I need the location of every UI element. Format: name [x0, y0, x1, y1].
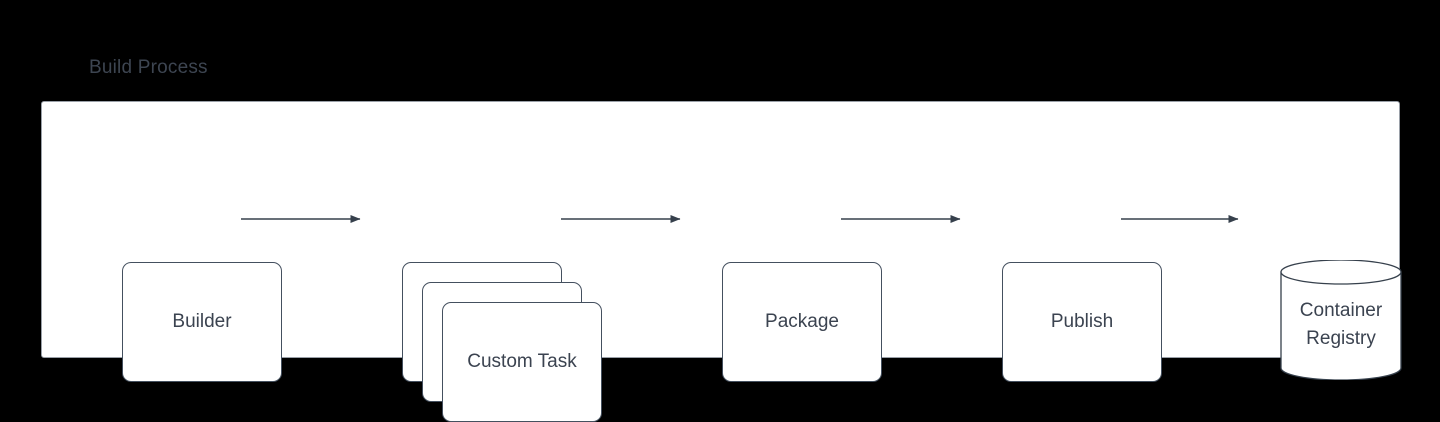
build-process-panel: Builder Custom Task Custom Task Custom T… [41, 101, 1402, 422]
node-container-registry-label-line2: Registry [1306, 328, 1376, 349]
node-builder[interactable]: Builder [122, 262, 282, 382]
node-publish-label: Publish [1050, 311, 1114, 332]
node-container-registry-label-line1: Container [1299, 300, 1383, 321]
node-package[interactable]: Package [722, 262, 882, 382]
diagram-canvas: Build Process Builder Custom Task Custom… [41, 57, 1402, 422]
page-title: Build Process [89, 57, 208, 78]
node-publish[interactable]: Publish [1002, 262, 1162, 382]
node-builder-label: Builder [172, 311, 232, 332]
node-custom-task-card-front[interactable]: Custom Task [442, 302, 602, 422]
node-container-registry[interactable]: Container Registry [1280, 260, 1402, 380]
node-custom-task-label: Custom Task [467, 351, 577, 372]
database-cylinder-icon [1280, 260, 1402, 380]
node-package-label: Package [765, 311, 839, 332]
node-custom-task-stack[interactable]: Custom Task Custom Task Custom Task [402, 262, 602, 422]
